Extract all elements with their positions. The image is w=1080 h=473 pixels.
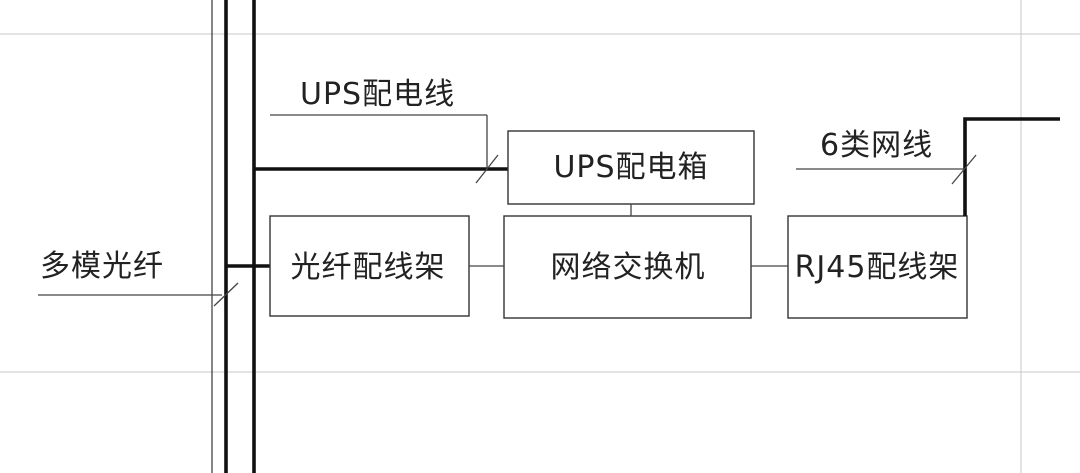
ups-box-label: UPS配电箱 xyxy=(553,150,708,185)
ups-power-tick xyxy=(475,154,499,184)
fiber-tick xyxy=(213,282,239,307)
multimode-fiber-label: 多模光纤 xyxy=(40,249,164,284)
fiber-patch-label: 光纤配线架 xyxy=(291,250,446,285)
cat6-cable-label: 6类网线 xyxy=(820,128,933,163)
switch-label: 网络交换机 xyxy=(551,250,706,285)
fiber-patch-panel xyxy=(269,215,470,317)
network-switch xyxy=(503,215,752,319)
cat6-tick xyxy=(951,154,977,185)
rj45-patch-label: RJ45配线架 xyxy=(795,250,960,285)
rj45-patch-panel xyxy=(787,215,968,319)
cat6-cable xyxy=(963,117,1060,216)
ups-distribution-box xyxy=(507,130,755,205)
ups-power-cable-label: UPS配电线 xyxy=(300,77,455,112)
